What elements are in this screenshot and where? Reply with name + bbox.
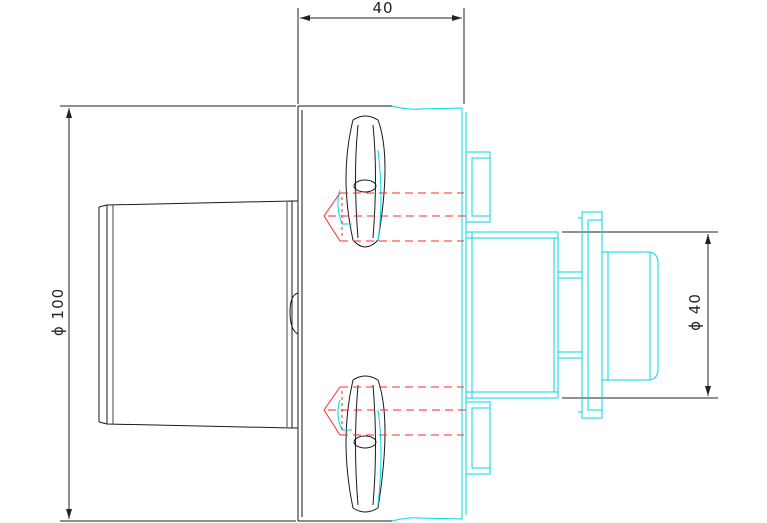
dimension-width-top	[297, 8, 465, 104]
holder-neck	[557, 271, 583, 359]
holder-flanges	[465, 151, 491, 475]
tool-shank	[98, 200, 298, 429]
hidden-bore-lower	[323, 386, 470, 436]
holder-flange-disc	[578, 211, 603, 419]
shank-center-slot	[289, 292, 299, 335]
dimension-label-diameter-right: ϕ 40	[686, 293, 704, 331]
dimension-label-diameter-left: ϕ 100	[49, 288, 67, 336]
dimension-label-width: 40	[372, 0, 393, 17]
tool-body	[297, 105, 392, 522]
dimension-diameter-left	[60, 105, 296, 522]
tool-body-cyan-edge	[391, 105, 467, 522]
holder-spigot	[601, 251, 659, 381]
holder-collar	[465, 231, 559, 399]
hidden-bore-upper	[323, 192, 470, 242]
clamp-screw-lower	[345, 375, 386, 513]
